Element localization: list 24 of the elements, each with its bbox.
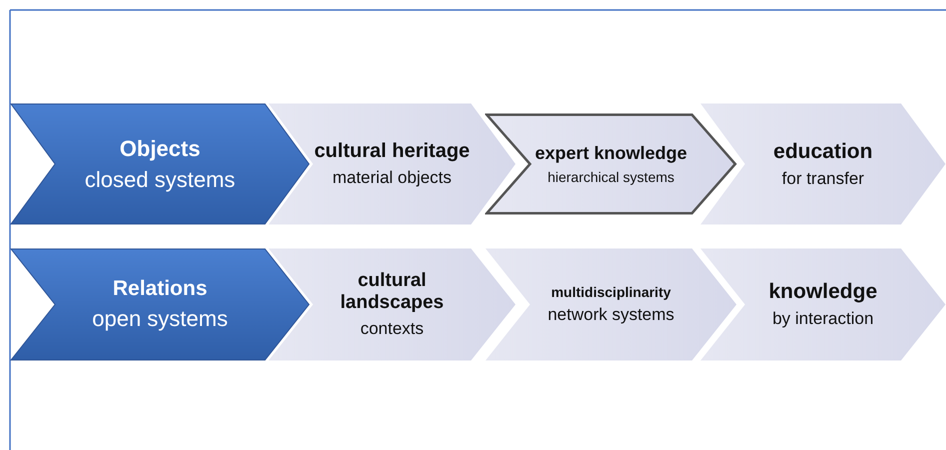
step-subtitle: open systems <box>92 307 228 332</box>
step-title: Relations <box>112 277 208 302</box>
chevron-step <box>10 103 310 225</box>
chevron-step <box>268 103 516 225</box>
step-subtitle: closed systems <box>84 168 236 192</box>
chevron-step <box>268 248 516 361</box>
step-subtitle: network systems <box>548 306 674 325</box>
step-title: Objects <box>120 136 200 162</box>
chevron-step <box>700 248 946 361</box>
step-subtitle: by interaction <box>772 310 874 329</box>
step-title: cultural landscapes <box>339 270 445 314</box>
step-title: knowledge <box>768 280 878 304</box>
step-subtitle: hierarchical systems <box>548 170 674 186</box>
step-subtitle: for transfer <box>782 170 864 188</box>
step-title: education <box>773 140 873 164</box>
chevron-step <box>485 113 737 215</box>
step-title: multidisciplinarity <box>551 284 671 300</box>
step-title: expert knowledge <box>534 142 688 164</box>
step-subtitle: contexts <box>360 320 424 339</box>
step-subtitle: material objects <box>332 169 452 188</box>
chevron-step <box>485 248 737 361</box>
chevron-step <box>10 248 310 361</box>
chevron-step <box>700 103 946 225</box>
step-title: cultural heritage <box>314 140 470 164</box>
